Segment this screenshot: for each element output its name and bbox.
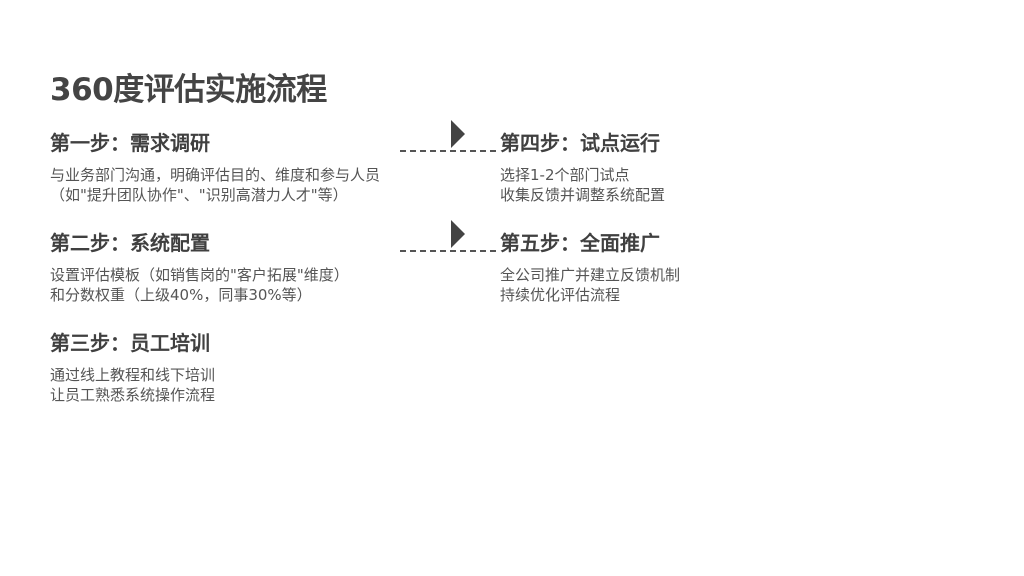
step-3: 第三步：员工培训 通过线上教程和线下培训让员工熟悉系统操作流程 [50,329,215,405]
step-line: 通过线上教程和线下培训 [50,366,216,384]
step-line: 和分数权重（上级40%，同事30%等） [50,286,312,304]
step-line: 持续优化评估流程 [500,286,621,304]
page-title: 360度评估实施流程 [50,72,327,108]
step-heading: 第二步：系统配置 [50,231,210,255]
step-5: 第五步：全面推广 全公司推广并建立反馈机制持续优化评估流程 [500,229,680,305]
step-line: 选择1-2个部门试点 [500,166,630,184]
dashed-line [400,250,496,252]
flow-connector [400,220,496,252]
step-line: 与业务部门沟通，明确评估目的、维度和参与人员 [50,166,381,184]
step-description: 与业务部门沟通，明确评估目的、维度和参与人员 （如"提升团队协作"、"识别高潜力人… [50,165,380,205]
step-heading: 第五步：全面推广 [500,231,660,255]
flow-connector [400,120,496,152]
step-heading: 第四步：试点运行 [500,131,660,155]
step-description: 通过线上教程和线下培训让员工熟悉系统操作流程 [50,365,215,405]
step-description: 全公司推广并建立反馈机制持续优化评估流程 [500,265,680,305]
step-heading: 第三步：员工培训 [50,331,210,355]
step-1: 第一步：需求调研 与业务部门沟通，明确评估目的、维度和参与人员 （如"提升团队协作… [50,129,380,205]
step-line: 收集反馈并调整系统配置 [500,186,666,204]
step-line: 设置评估模板（如销售岗的"客户拓展"维度） [50,266,349,284]
step-line: 让员工熟悉系统操作流程 [50,386,216,404]
step-heading: 第一步：需求调研 [50,131,210,155]
step-line: （如"提升团队协作"、"识别高潜力人才"等） [50,186,348,204]
step-line: 全公司推广并建立反馈机制 [500,266,681,284]
step-description: 选择1-2个部门试点收集反馈并调整系统配置 [500,165,665,205]
step-4: 第四步：试点运行 选择1-2个部门试点收集反馈并调整系统配置 [500,129,665,205]
step-2: 第二步：系统配置 设置评估模板（如销售岗的"客户拓展"维度） 和分数权重（上级40… [50,229,349,305]
dashed-line [400,150,496,152]
arrow-right-icon [451,220,465,248]
arrow-right-icon [451,120,465,148]
step-description: 设置评估模板（如销售岗的"客户拓展"维度） 和分数权重（上级40%，同事30%等） [50,265,349,305]
